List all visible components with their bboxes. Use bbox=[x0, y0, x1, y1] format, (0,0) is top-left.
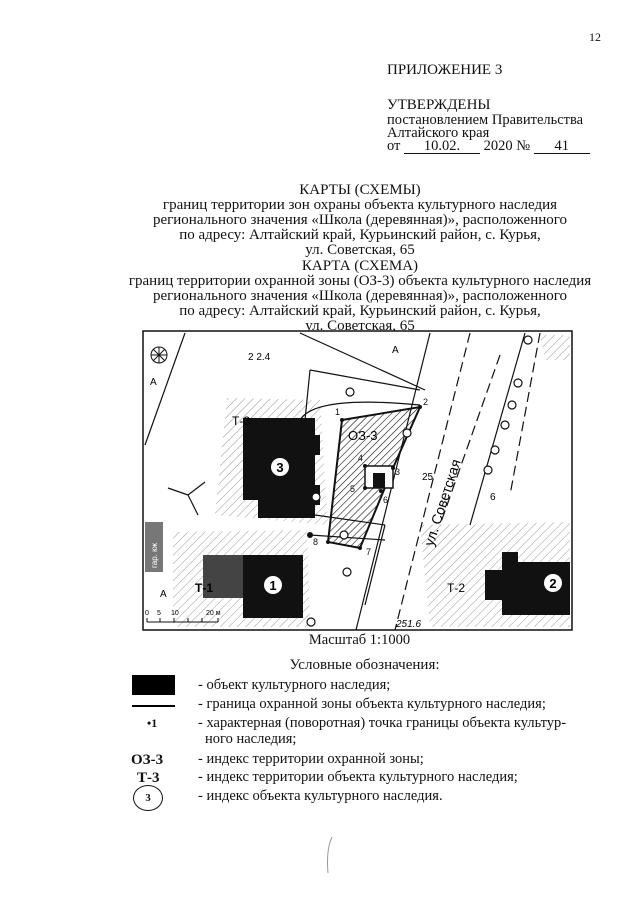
title-maps-line: границ территории зон охраны объекта кул… bbox=[162, 197, 558, 213]
decree-year: 2020 bbox=[483, 138, 513, 154]
legend-item: - характерная (поворотная) точка границы… bbox=[198, 715, 567, 731]
boundary-points: 1 2 3 4 5 6 7 8 bbox=[307, 397, 428, 557]
legend-item: - индекс территории охранной зоны; bbox=[198, 751, 424, 767]
small-object bbox=[373, 473, 385, 488]
legend-object-symbol bbox=[132, 675, 175, 695]
site-map: 3 1 2 Т-3 Т-1 Т-2 ОЗ-3 ул. Советская гар… bbox=[142, 330, 573, 631]
label-t3: Т-3 bbox=[232, 414, 250, 428]
title-map-line: ул. Советская, 65 bbox=[305, 318, 415, 334]
label-a: А bbox=[160, 589, 167, 600]
legend-t-symbol: Т-3 bbox=[137, 770, 160, 786]
title-map: КАРТА (СХЕМА) границ территории охранной… bbox=[90, 259, 630, 334]
signature-mark bbox=[327, 836, 333, 874]
label-t1: Т-1 bbox=[195, 581, 213, 595]
trees bbox=[306, 335, 533, 627]
building-2 bbox=[485, 552, 570, 615]
title-map-line: регионального значения «Школа (деревянна… bbox=[152, 288, 568, 304]
title-maps: КАРТЫ (СХЕМЫ) границ территории зон охра… bbox=[90, 183, 630, 258]
legend-item: - индекс территории объекта культурного … bbox=[198, 769, 518, 785]
legend-boundary-symbol bbox=[132, 705, 175, 707]
object-index-2-circle bbox=[544, 574, 562, 592]
elevation-label: 251.6 bbox=[395, 619, 421, 630]
legend-item-cont: ного наследия; bbox=[205, 731, 297, 747]
garage bbox=[145, 522, 163, 572]
decree-line2: Алтайского края bbox=[387, 125, 490, 141]
title-maps-line: по адресу: Алтайский край, Курьинский ра… bbox=[179, 227, 541, 243]
label-oz3: ОЗ-3 bbox=[348, 428, 378, 443]
title-map-heading: КАРТА (СХЕМА) bbox=[301, 258, 419, 274]
object-index-1-circle bbox=[264, 576, 282, 594]
point-label: 1 bbox=[335, 407, 340, 417]
appendix-label: ПРИЛОЖЕНИЕ 3 bbox=[387, 62, 503, 78]
from-label: от bbox=[387, 138, 401, 154]
legend-oz-symbol: ОЗ-3 bbox=[131, 752, 164, 768]
decree-date-line: от 10.02. 2020 № 41 bbox=[387, 138, 590, 155]
scale-tick: 5 bbox=[157, 610, 161, 617]
scale-tick: 0 bbox=[145, 610, 149, 617]
scale-tick: 20 м bbox=[206, 610, 221, 617]
title-map-line: границ территории охранной зоны (ОЗ-3) о… bbox=[128, 273, 592, 289]
point-label: 6 bbox=[383, 495, 388, 505]
label-a: А bbox=[392, 345, 399, 356]
title-maps-line: ул. Советская, 65 bbox=[305, 242, 415, 258]
label-6: 6 bbox=[490, 492, 496, 503]
object-index-1: 1 bbox=[269, 578, 276, 593]
garage-label: гар. кж bbox=[150, 542, 159, 568]
point-label: 2 bbox=[423, 397, 428, 407]
point-label: 3 bbox=[395, 467, 400, 477]
label-a: А bbox=[150, 377, 157, 388]
title-map-line: по адресу: Алтайский край, Курьинский ра… bbox=[179, 303, 541, 319]
number-sign: № bbox=[516, 138, 531, 154]
point-label: 7 bbox=[366, 547, 371, 557]
legend-item: - граница охранной зоны объекта культурн… bbox=[198, 696, 546, 712]
legend-item: - объект культурного наследия; bbox=[198, 677, 391, 693]
page-number: 12 bbox=[589, 30, 601, 44]
object-index-3: 3 bbox=[276, 460, 283, 475]
title-maps-line: регионального значения «Школа (деревянна… bbox=[152, 212, 568, 228]
map-scale: Масштаб 1:1000 bbox=[308, 632, 411, 648]
scale-bar: 0 5 10 20 м bbox=[145, 610, 221, 623]
approved-label: УТВЕРЖДЕНЫ bbox=[387, 97, 491, 113]
decree-date: 10.02. bbox=[404, 139, 481, 154]
decree-line1: постановлением Правительства bbox=[387, 112, 584, 128]
title-maps-heading: КАРТЫ (СХЕМЫ) bbox=[299, 182, 421, 198]
elevation-label: 2 2.4 bbox=[248, 352, 271, 363]
label-t2: Т-2 bbox=[447, 581, 465, 595]
compass-icon bbox=[150, 346, 168, 364]
point-label: 8 bbox=[313, 537, 318, 547]
object-index-3-circle bbox=[271, 458, 289, 476]
legend-point-symbol: •1 bbox=[147, 716, 158, 730]
point-label: 5 bbox=[350, 484, 355, 494]
legend-index-symbol: 3 bbox=[133, 785, 163, 811]
territory-hatch bbox=[540, 335, 570, 360]
scale-tick: 10 bbox=[171, 610, 179, 617]
building-annex bbox=[203, 555, 248, 598]
elevation-label: 25 bbox=[422, 472, 434, 483]
point-label: 4 bbox=[358, 453, 363, 463]
legend-item: - индекс объекта культурного наследия. bbox=[198, 788, 443, 804]
decree-number: 41 bbox=[533, 139, 590, 154]
legend-title: Условные обозначения: bbox=[289, 657, 440, 673]
object-index-2: 2 bbox=[549, 576, 556, 591]
